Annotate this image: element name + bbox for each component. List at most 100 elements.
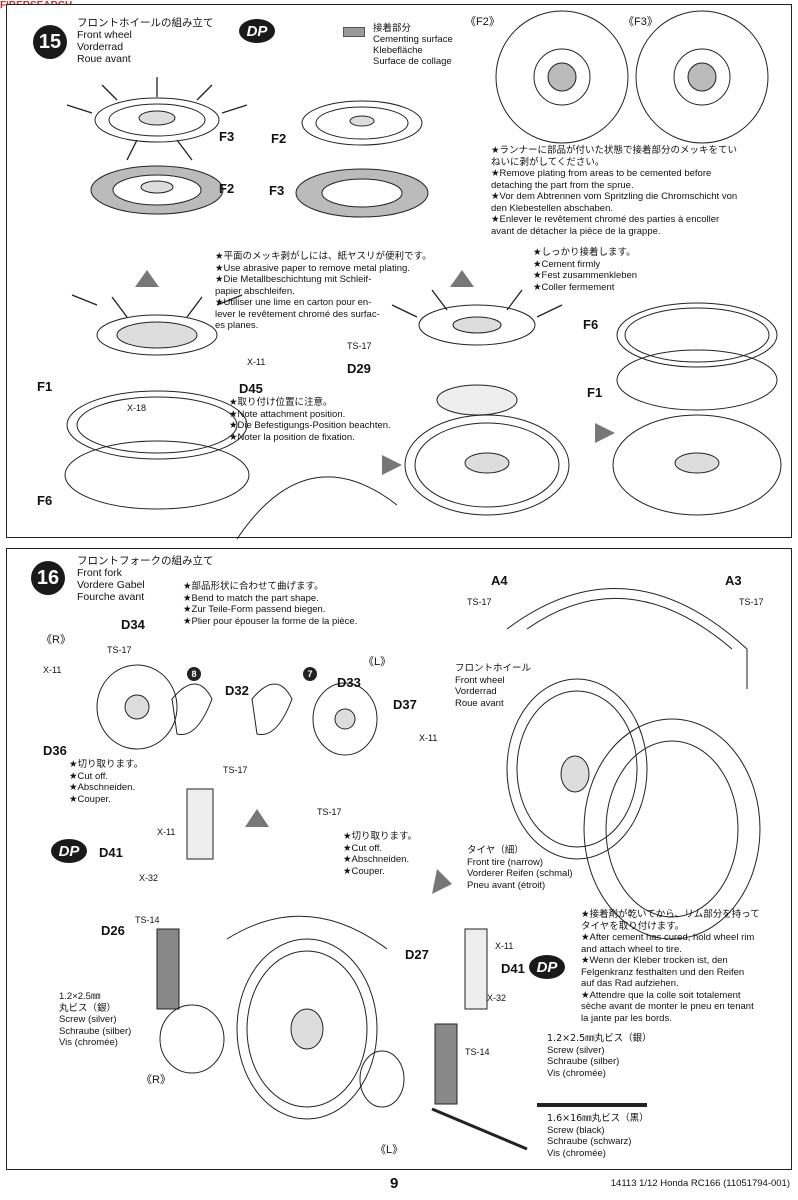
note-line: Schraube (silber) [547,1056,620,1067]
note-line: 1.6×16㎜丸ビス（黒） [547,1113,649,1124]
paint-label-ts17: TS-17 [467,597,492,607]
cement-legend: 接着部分 Cementing surface Klebefläche Surfa… [373,23,453,67]
note-line: papier abschleifen. [215,285,295,297]
view-label-r: 《R》 [41,634,71,646]
title-jp: フロントフォークの組み立て [77,555,214,567]
note-line: ★Vor dem Abtrennen vom Spritzling die Ch… [491,191,738,202]
part-label-x11: X-11 [247,357,266,367]
note-line: ★Abschneiden. [343,854,410,865]
note-line: Pneu avant (étroit) [467,879,546,891]
note-line: Vorderrad [455,686,497,697]
note-line: auf das Rad aufziehen. [581,978,679,989]
paint-label-ts14: TS-14 [135,915,160,925]
note-line: ★Couper. [343,865,385,877]
note-line: Vorderer Reifen (schmal) [467,868,573,879]
view-label-l: 《L》 [363,656,392,668]
step-number: 16 [31,561,65,595]
note-line: es planes. [215,320,259,331]
note-line: Front tire (narrow) [467,856,544,868]
part-label-x11: X-11 [419,733,438,743]
note-line: ★部品形状に合わせて曲げます。 [183,581,324,592]
part-label-d26: D26 [101,923,125,938]
page-number: 9 [390,1175,399,1192]
step-16-drawing [96,588,761,1151]
paint-label-ts17: TS-17 [223,765,248,775]
note-line: la jante par les bords. [581,1012,672,1024]
note-line: ★Remove plating from areas to be cemente… [491,168,712,179]
note-line: and attach wheel to tire. [581,943,682,955]
view-label-f3: 《F3》 [623,16,658,28]
note-line: Roue avant [455,697,504,709]
part-label-f3: F3 [269,183,285,198]
part-label-a3: A3 [725,573,742,588]
step-title: フロントホイールの組み立て Front wheel Vorderrad Roue… [77,17,214,65]
view-label-r: 《R》 [141,1074,171,1086]
part-label-x32: X-32 [487,993,507,1003]
part-label-f1: F1 [37,379,53,394]
paint-label-ts17: TS-17 [107,645,132,655]
part-label-f6: F6 [583,317,599,332]
note-bend: ★部品形状に合わせて曲げます。 ★Bend to match the part … [183,581,357,627]
step-title: フロントフォークの組み立て Front fork Vordere Gabel F… [77,555,214,603]
part-label-d32: D32 [225,683,249,698]
part-label-d34: D34 [121,617,145,632]
sprue-number-7: 7 [303,667,317,681]
note-line: ★しっかり接着します。 [533,247,636,258]
note-line: ★Attendre que la colle soit totalement [581,989,741,1001]
part-label-f2: F2 [219,181,235,196]
note-line: ★Note attachment position. [229,408,346,420]
note-line: detaching the part from the sprue. [491,179,634,191]
note-line: ★接着剤が乾いてから、リム部分を持って [581,909,760,920]
note-line: ★ランナーに部品が付いた状態で接着部分のメッキをてい [491,145,738,156]
note-line: ★切り取ります。 [69,759,144,770]
legend-en: Cementing surface [373,34,453,45]
note-after-cured: ★接着剤が乾いてから、リム部分を持って タイヤを取り付けます。 ★After c… [581,909,760,1024]
screw-silver-left: 1.2×2.5㎜ 丸ビス（銀） Screw (silver) Schraube … [59,991,131,1049]
note-line: 1.2×2.5㎜ [59,991,101,1002]
note-line: ★切り取ります。 [343,831,418,842]
note-line: ★Bend to match the part shape. [183,592,319,604]
title-fr: Roue avant [77,53,131,65]
title-de: Vorderrad [77,41,124,53]
note-line: Screw (silver) [59,1014,117,1025]
dp-badge: DP [51,839,87,863]
note-line: ★Coller fermement [533,281,615,293]
note-line: ★Enlever le revêtement chromé des partie… [491,214,720,225]
part-label-d45: D45 [239,381,263,396]
legend-jp: 接着部分 [373,23,412,34]
note-line: 1.2×2.5㎜丸ビス（銀） [547,1033,652,1044]
part-label-x11: X-11 [43,665,62,675]
note-line: ★取り付け位置に注意。 [229,397,333,408]
product-code: 14113 1/12 Honda RC166 (11051794-001) [610,1178,790,1189]
note-line: タイヤ（細） [467,845,524,856]
part-label-f3: F3 [219,129,235,144]
paint-label-ts17: TS-17 [317,807,342,817]
note-line: ★After cement has cured, hold wheel rim [581,932,755,943]
part-label-x18: X-18 [127,403,147,413]
note-line: ★Couper. [69,793,111,805]
part-label-d27: D27 [405,947,429,962]
note-line: sèche avant de monter le pneu en tenant [581,1001,754,1012]
title-de: Vordere Gabel [77,579,145,591]
cement-swatch [343,27,365,37]
title-en: Front fork [77,567,122,579]
note-line: ★Abschneiden. [69,782,136,793]
note-line: ★Use abrasive paper to remove metal plat… [215,262,410,274]
note-line: Schraube (silber) [59,1025,132,1037]
note-line: ★Die Metallbeschichtung mit Schleif- [215,274,372,285]
title-fr: Fourche avant [77,591,145,603]
title-en: Front wheel [77,29,132,41]
note-cut-off: ★切り取ります。 ★Cut off. ★Abschneiden. ★Couper… [343,831,417,877]
note-line: ★Wenn der Kleber trocken ist, den [581,955,728,966]
paint-label-ts14: TS-14 [465,1047,490,1057]
dp-badge: DP [239,19,275,43]
step-number: 15 [33,25,67,59]
note-attachment-position: ★取り付け位置に注意。 ★Note attachment position. ★… [229,397,391,443]
note-line: ★Cut off. [343,842,382,854]
part-label-f2: F2 [271,131,287,146]
note-line: 丸ビス（銀） [59,1002,117,1014]
dp-badge: DP [529,955,565,979]
note-remove-plating: ★ランナーに部品が付いた状態で接着部分のメッキをてい ねいに剥がしてください。 … [491,145,737,237]
note-line: den Klebestellen abschaben. [491,202,614,214]
step-16-panel: 16 フロントフォークの組み立て Front fork Vordere Gabe… [6,548,792,1170]
